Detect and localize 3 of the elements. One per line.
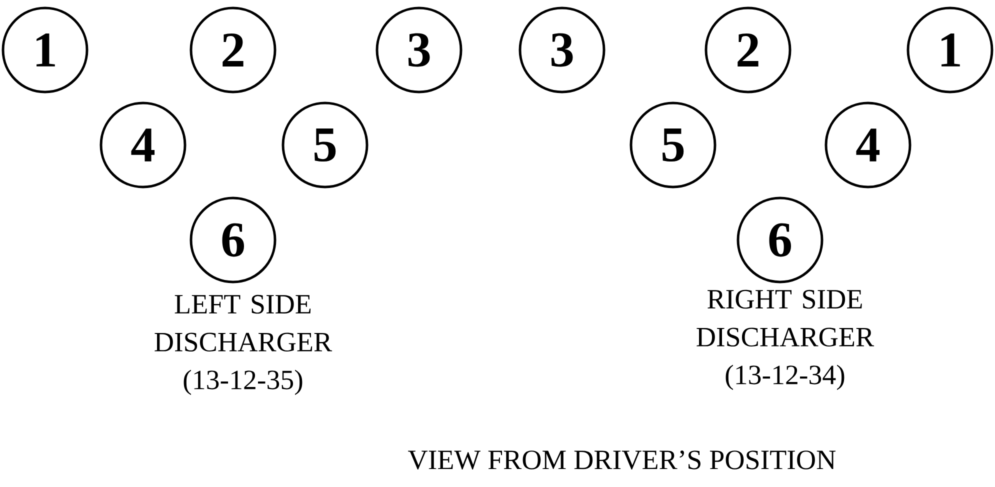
caption: VIEW FROM DRIVER’S POSITION — [408, 450, 836, 470]
caption: LEFT SIDE DISCHARGER (13-12-35) — [154, 294, 332, 396]
caption: RIGHT SIDE DISCHARGER (13-12-34) — [696, 290, 874, 390]
